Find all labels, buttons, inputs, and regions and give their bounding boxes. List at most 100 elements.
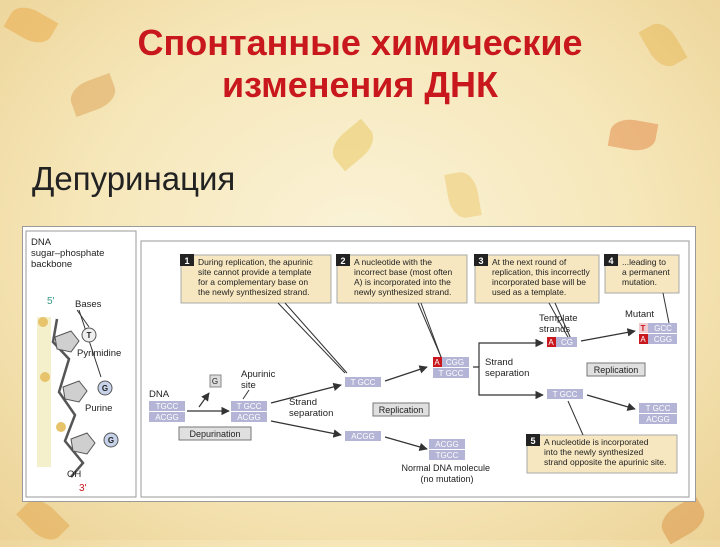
mutant-base-box [639, 323, 648, 333]
sugar-ring [70, 432, 96, 455]
three-prime-label: 3' [79, 483, 87, 494]
replication-label: Replication [594, 365, 639, 375]
strand-box [429, 439, 465, 449]
incorrect-base-box [547, 337, 556, 347]
note-number: 4 [608, 256, 613, 266]
process-arrow [384, 436, 428, 451]
note-badge [604, 254, 618, 266]
strand-box [231, 412, 267, 422]
process-arrow [270, 382, 342, 404]
strand-seq: T GCC [646, 404, 671, 413]
note-badge [336, 254, 350, 266]
note-box [180, 254, 332, 304]
strand-box [639, 414, 677, 424]
depurination-label-box [178, 426, 252, 441]
base-t-letter: T [87, 331, 92, 340]
replication-label: Replication [379, 405, 424, 415]
strand-seq: ACGG [155, 413, 179, 422]
strand-seq: ACGG [351, 432, 375, 441]
pyrimidine-base [81, 327, 97, 343]
note-5: 5 A nucleotide is incorporated into the … [526, 434, 678, 474]
phosphate-dot [38, 317, 48, 327]
sugar-ring [62, 380, 88, 403]
purine-label: Purine [85, 403, 112, 414]
note-number: 1 [184, 256, 189, 266]
strand-box [547, 389, 583, 399]
mutant-label: Mutant [625, 309, 654, 320]
replication-label-box [372, 402, 430, 417]
note-text: A nucleotide with the incorrect base (mo… [354, 257, 455, 297]
strand-box [429, 450, 465, 460]
leaf-decor [325, 118, 381, 172]
process-arrow [473, 366, 544, 400]
backbone-highlight [37, 317, 51, 467]
note-pointer [277, 302, 346, 374]
pyrimidine-label: Pyrimidine [77, 348, 121, 359]
note-4: 4 ...leading to a permanent mutation. [604, 254, 680, 294]
note-pointer [548, 302, 570, 340]
strand-box [149, 412, 185, 422]
strand-seq: TGCC [436, 451, 459, 460]
slide-subtitle: Депуринация [32, 160, 236, 197]
leaf-decor [607, 116, 659, 154]
strand-box [149, 401, 185, 411]
incorrect-base-box [433, 357, 442, 367]
strand-box [345, 377, 381, 387]
sugar-phosphate-backbone [51, 318, 85, 478]
strand-box [433, 357, 469, 367]
dna-label: DNA [149, 389, 170, 400]
purine-base [103, 432, 119, 448]
bases-label: Bases [75, 299, 102, 310]
apurinic-pointer [242, 389, 250, 400]
strand-separation-label: Strand separation [485, 357, 529, 379]
strand-box [547, 337, 577, 347]
released-base-letter: G [212, 377, 218, 386]
strand-seq: T GCC [439, 369, 464, 378]
title-line-1: Спонтанные химические [137, 22, 583, 63]
strand-seq: CG [561, 338, 573, 347]
strand-seq: T GCC [553, 390, 578, 399]
note-badge [526, 434, 540, 446]
process-arrow [478, 338, 544, 367]
note-text: ...leading to a permanent mutation. [622, 257, 672, 287]
leaf-decor [444, 169, 482, 221]
incorrect-base: A [434, 358, 440, 367]
note-2: 2 A nucleotide with the incorrect base (… [336, 254, 468, 304]
note-number: 5 [530, 436, 535, 446]
released-base [209, 374, 222, 388]
strand-seq: ACGG [237, 413, 261, 422]
process-arrow [586, 394, 636, 411]
slide-title: Спонтанные химические изменения ДНК [0, 22, 720, 106]
strand-seq: CGG [446, 358, 464, 367]
base-g-letter: G [108, 436, 114, 445]
strand-seq: GCC [654, 324, 672, 333]
note-text: A nucleotide is incorporated into the ne… [544, 437, 666, 467]
mutant-base: T [641, 324, 646, 333]
process-arrow [580, 328, 636, 342]
strand-box [345, 431, 381, 441]
template-strands-label: Template strands [539, 313, 580, 335]
strand-box [639, 323, 677, 333]
note-text: At the next round of replication, this i… [492, 257, 592, 297]
strand-seq: T GCC [351, 378, 376, 387]
strand-seq: CGG [654, 335, 672, 344]
depurination-diagram: DNA sugar–phosphate backbone 5' Bases T … [25, 230, 690, 498]
strand-separation-label: Strand separation [289, 397, 333, 419]
note-box [336, 254, 468, 304]
dna-backbone-label: DNA sugar–phosphate backbone [31, 237, 107, 270]
note-pointer [567, 400, 584, 436]
strand-seq: T GCC [237, 402, 262, 411]
strand-box [433, 368, 469, 378]
base-g-letter: G [102, 384, 108, 393]
phosphate-dot [56, 422, 66, 432]
note-number: 2 [340, 256, 345, 266]
mutant-base-box [639, 334, 648, 344]
incorrect-base: A [548, 338, 554, 347]
title-line-2: изменения ДНК [221, 64, 499, 105]
strand-box [231, 401, 267, 411]
strand-seq: ACGG [646, 415, 670, 424]
note-text: During replication, the apurinic site ca… [198, 257, 315, 297]
note-pointer [420, 302, 442, 358]
process-arrow [384, 365, 428, 382]
note-1: 1 During replication, the apurinic site … [180, 254, 332, 304]
